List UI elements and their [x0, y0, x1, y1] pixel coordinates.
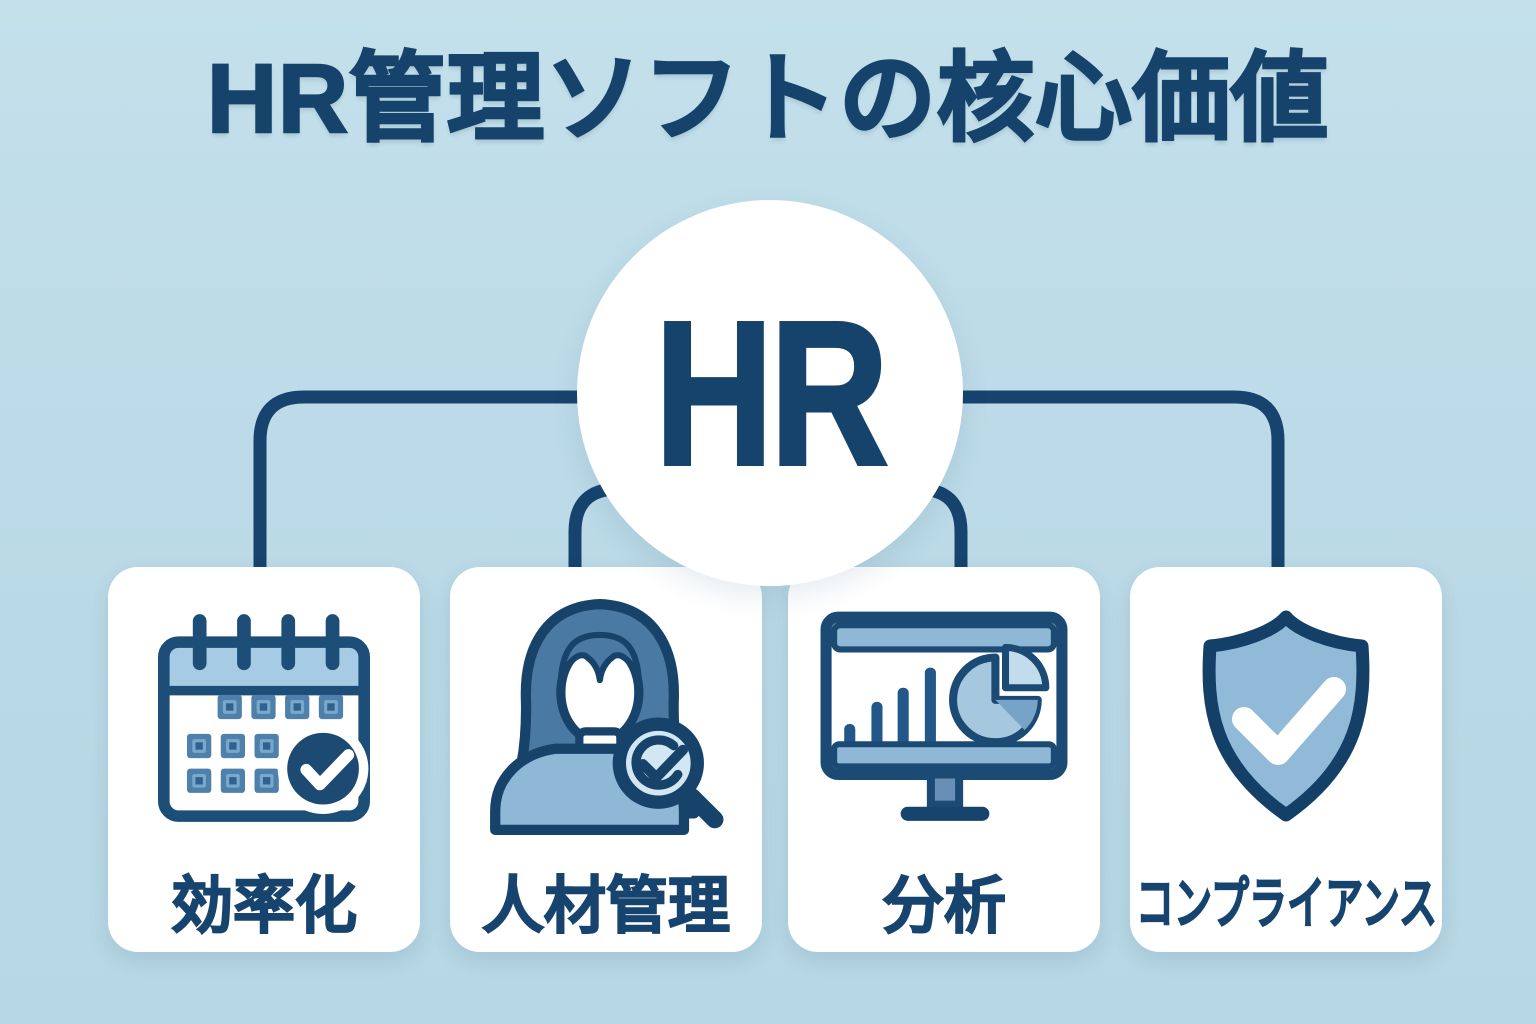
- hr-center-node: HR: [577, 200, 963, 586]
- calendar-check-icon: [148, 587, 380, 847]
- card-efficiency: 効率化: [108, 567, 420, 952]
- card-label-compliance: コンプライアンス: [1135, 871, 1437, 936]
- card-talent-management: 人材管理: [450, 567, 762, 952]
- card-compliance: コンプライアンス: [1130, 567, 1442, 952]
- card-analytics: 分析: [788, 567, 1100, 952]
- page-title: HR管理ソフトの核心価値: [206, 44, 1330, 153]
- person-search-icon: [487, 587, 725, 847]
- card-label-efficiency: 効率化: [170, 871, 358, 942]
- card-label-talent-management: 人材管理: [481, 871, 731, 942]
- monitor-analytics-icon: [818, 587, 1070, 847]
- card-label-analytics: 分析: [881, 871, 1007, 942]
- shield-check-icon: [1186, 587, 1386, 847]
- hr-label: HR: [653, 278, 890, 508]
